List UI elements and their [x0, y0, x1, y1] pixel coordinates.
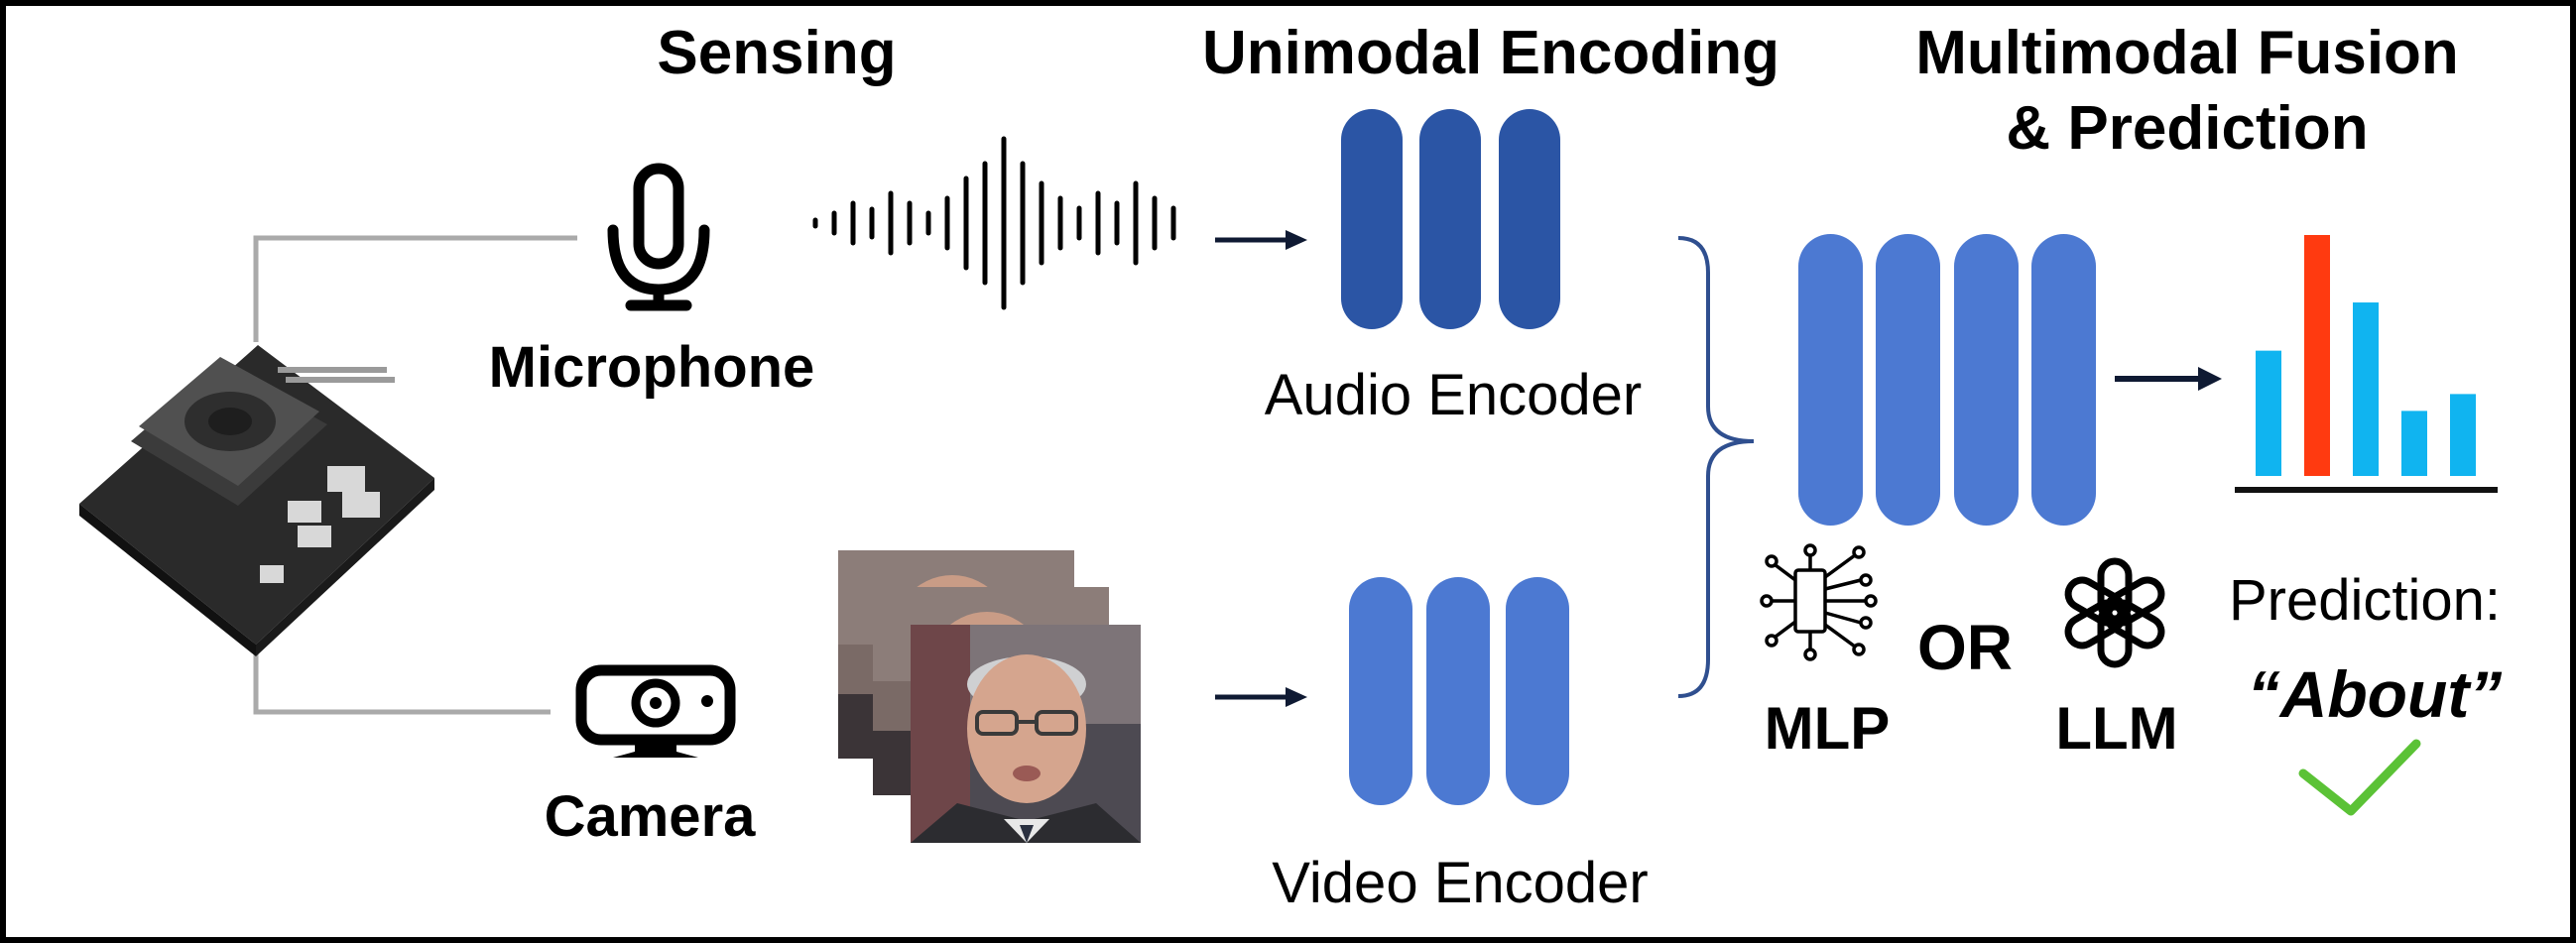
header-unimodal-encoding: Unimodal Encoding — [1202, 19, 1779, 87]
microphone-icon — [607, 163, 710, 311]
connector-camera — [253, 623, 551, 715]
arrow-to-audio-encoder — [1215, 230, 1307, 250]
openai-logo-icon — [2064, 557, 2165, 668]
edge-device-icon — [79, 345, 434, 656]
arrow-to-prediction — [2115, 367, 2222, 391]
prediction-word: “About” — [2248, 657, 2503, 731]
fusion-brace — [1677, 236, 1755, 698]
chart-bar — [2353, 302, 2379, 476]
audio-encoder-block — [1341, 109, 1560, 329]
header-fusion-line2: & Prediction — [2006, 94, 2368, 163]
video-encoder-layer — [1426, 577, 1490, 805]
neural-network-chip-icon — [1760, 543, 1878, 661]
fusion-model-layer — [1954, 234, 2019, 526]
fusion-model-layer — [1876, 234, 1940, 526]
arrow-to-video-encoder — [1215, 687, 1307, 707]
audio-encoder-label: Audio Encoder — [1265, 363, 1642, 427]
prediction-label: Prediction: — [2229, 568, 2501, 633]
logo-loop — [2064, 576, 2126, 627]
video-encoder-block — [1349, 577, 1569, 805]
checkmark-icon — [2298, 739, 2421, 816]
or-label: OR — [1917, 612, 2013, 683]
chart-bar — [2401, 411, 2427, 476]
header-sensing: Sensing — [657, 19, 896, 87]
microphone-label: Microphone — [489, 335, 815, 400]
header-fusion-line1: Multimodal Fusion — [1915, 19, 2459, 87]
prediction-bar-chart — [2235, 235, 2498, 493]
mlp-label: MLP — [1765, 695, 1891, 762]
connector-microphone — [253, 235, 577, 342]
webcam-icon — [575, 664, 736, 758]
audio-waveform — [812, 136, 1176, 310]
video-frame-front — [911, 625, 1141, 843]
video-encoder-layer — [1506, 577, 1569, 805]
video-frames — [838, 550, 1141, 843]
audio-encoder-layer — [1499, 109, 1560, 329]
chart-bar — [2450, 394, 2476, 476]
llm-label: LLM — [2055, 695, 2177, 762]
chart-bar — [2256, 350, 2281, 476]
audio-encoder-layer — [1341, 109, 1403, 329]
audio-encoder-layer — [1419, 109, 1481, 329]
fusion-model-layer — [1798, 234, 1863, 526]
video-encoder-layer — [1349, 577, 1412, 805]
video-encoder-label: Video Encoder — [1272, 851, 1648, 915]
fusion-model-layer — [2031, 234, 2096, 526]
chart-bar — [2304, 235, 2330, 476]
fusion-model-block — [1798, 234, 2096, 526]
camera-label: Camera — [545, 784, 757, 849]
